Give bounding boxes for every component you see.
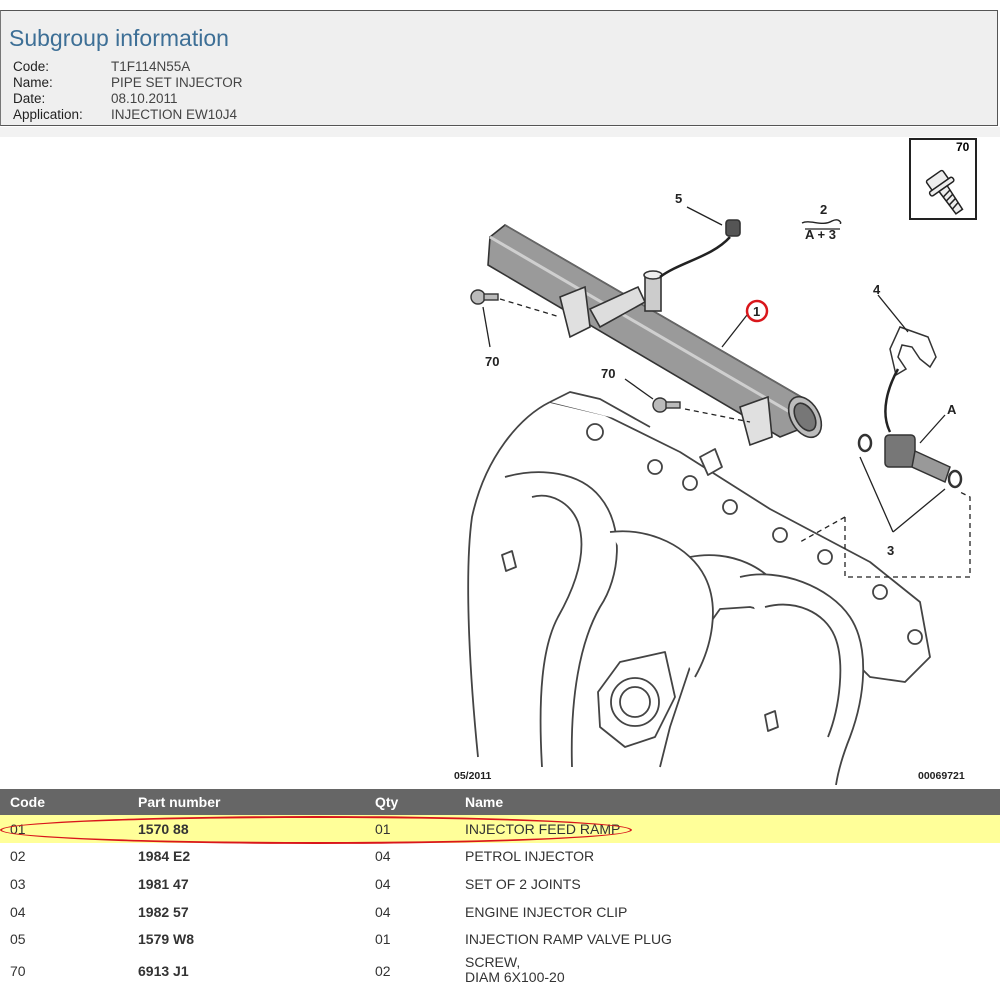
row-qty: 02 — [375, 962, 391, 979]
info-title: Subgroup information — [9, 25, 229, 51]
row-code: 70 — [10, 962, 26, 979]
table-row[interactable]: 01 1570 88 01 INJECTOR FEED RAMP — [0, 815, 1000, 843]
screw-middle[interactable] — [652, 397, 681, 413]
row-name: SCREW, DIAM 6X100-20 — [465, 953, 1000, 989]
info-value: 08.10.2011 — [111, 91, 178, 106]
row-qty: 04 — [375, 903, 391, 920]
injector-clip[interactable] — [889, 326, 937, 377]
petrol-injector[interactable] — [857, 433, 963, 489]
callout-5: 5 — [675, 191, 682, 206]
row-part-number: 1984 E2 — [138, 848, 191, 865]
info-label: Date: — [13, 91, 46, 106]
diagram-ref-label: 00069721 — [918, 770, 965, 782]
info-value: PIPE SET INJECTOR — [111, 75, 243, 90]
diagram-svg: 70 — [454, 138, 977, 785]
row-qty: 01 — [375, 931, 391, 948]
row-qty: 04 — [375, 848, 391, 865]
row-name: ENGINE INJECTOR CLIP — [465, 903, 628, 920]
row-name: INJECTOR FEED RAMP — [465, 815, 1000, 843]
row-code: 03 — [10, 875, 26, 892]
row-name-line1: SCREW, — [465, 953, 521, 970]
screw-thumbnail[interactable]: 70 — [909, 138, 977, 220]
row-code: 01 — [0, 815, 138, 843]
header-code[interactable]: Code — [10, 794, 45, 810]
info-row-date: Date: 08.10.2011 — [13, 91, 243, 107]
info-table: Code: T1F114N55A Name: PIPE SET INJECTOR… — [13, 59, 243, 123]
callout-A: A — [947, 402, 957, 417]
parts-table: Code Part number Qty Name 01 1570 88 01 … — [0, 789, 1000, 989]
row-part-number: 1570 88 — [138, 815, 375, 843]
callout-1: 1 — [753, 304, 760, 319]
diagram-date-label: 05/2011 — [454, 770, 492, 782]
callout-1-highlight[interactable]: 1 — [745, 299, 769, 323]
row-part-number: 1981 47 — [138, 875, 189, 892]
row-name: INJECTION RAMP VALVE PLUG — [465, 931, 672, 948]
callout-70: 70 — [601, 366, 615, 381]
parts-diagram[interactable]: 70 — [450, 137, 1000, 785]
info-label: Code: — [13, 59, 50, 74]
row-code: 05 — [10, 931, 26, 948]
info-value: INJECTION EW10J4 — [111, 107, 238, 122]
screw-left[interactable] — [470, 289, 499, 305]
info-row-code: Code: T1F114N55A — [13, 59, 243, 75]
callout-2: 2 — [820, 202, 827, 217]
valve-plug[interactable] — [659, 219, 741, 279]
injector-feed-ramp[interactable] — [487, 224, 828, 447]
row-name: PETROL INJECTOR — [465, 848, 595, 865]
info-label: Application: — [13, 107, 83, 122]
parts-table-header: Code Part number Qty Name — [0, 789, 1000, 815]
table-row[interactable]: 70 6913 J1 02 SCREW, DIAM 6X100-20 — [0, 953, 1000, 989]
info-value: T1F114N55A — [111, 59, 191, 74]
row-name: SET OF 2 JOINTS — [465, 875, 581, 892]
table-row[interactable]: 02 1984 E2 04 PETROL INJECTOR — [0, 843, 1000, 871]
info-row-name: Name: PIPE SET INJECTOR — [13, 75, 243, 91]
row-qty: 04 — [375, 875, 391, 892]
header-qty[interactable]: Qty — [375, 794, 399, 810]
leader-lines — [482, 206, 971, 578]
intake-manifold — [467, 391, 931, 785]
callout-3: 3 — [887, 543, 894, 558]
separator-bar — [0, 127, 1000, 137]
row-part-number: 6913 J1 — [138, 962, 189, 979]
header-name[interactable]: Name — [465, 794, 504, 810]
row-code: 04 — [10, 903, 26, 920]
info-row-application: Application: INJECTION EW10J4 — [13, 107, 243, 123]
row-qty: 01 — [375, 815, 465, 843]
table-row[interactable]: 05 1579 W8 01 INJECTION RAMP VALVE PLUG — [0, 925, 1000, 953]
subgroup-info-panel: Subgroup information Code: T1F114N55A Na… — [0, 10, 998, 126]
callout-70: 70 — [485, 354, 499, 369]
row-name-line2: DIAM 6X100-20 — [465, 968, 565, 985]
callout-4: 4 — [873, 282, 881, 297]
callout-2b: A + 3 — [805, 227, 836, 242]
callout-70: 70 — [956, 140, 970, 154]
row-part-number: 1982 57 — [138, 903, 189, 920]
row-part-number: 1579 W8 — [138, 931, 195, 948]
header-part-number[interactable]: Part number — [138, 794, 221, 810]
row-code: 02 — [10, 848, 26, 865]
info-label: Name: — [13, 75, 53, 90]
table-row[interactable]: 04 1982 57 04 ENGINE INJECTOR CLIP — [0, 898, 1000, 926]
table-row[interactable]: 03 1981 47 04 SET OF 2 JOINTS — [0, 870, 1000, 898]
